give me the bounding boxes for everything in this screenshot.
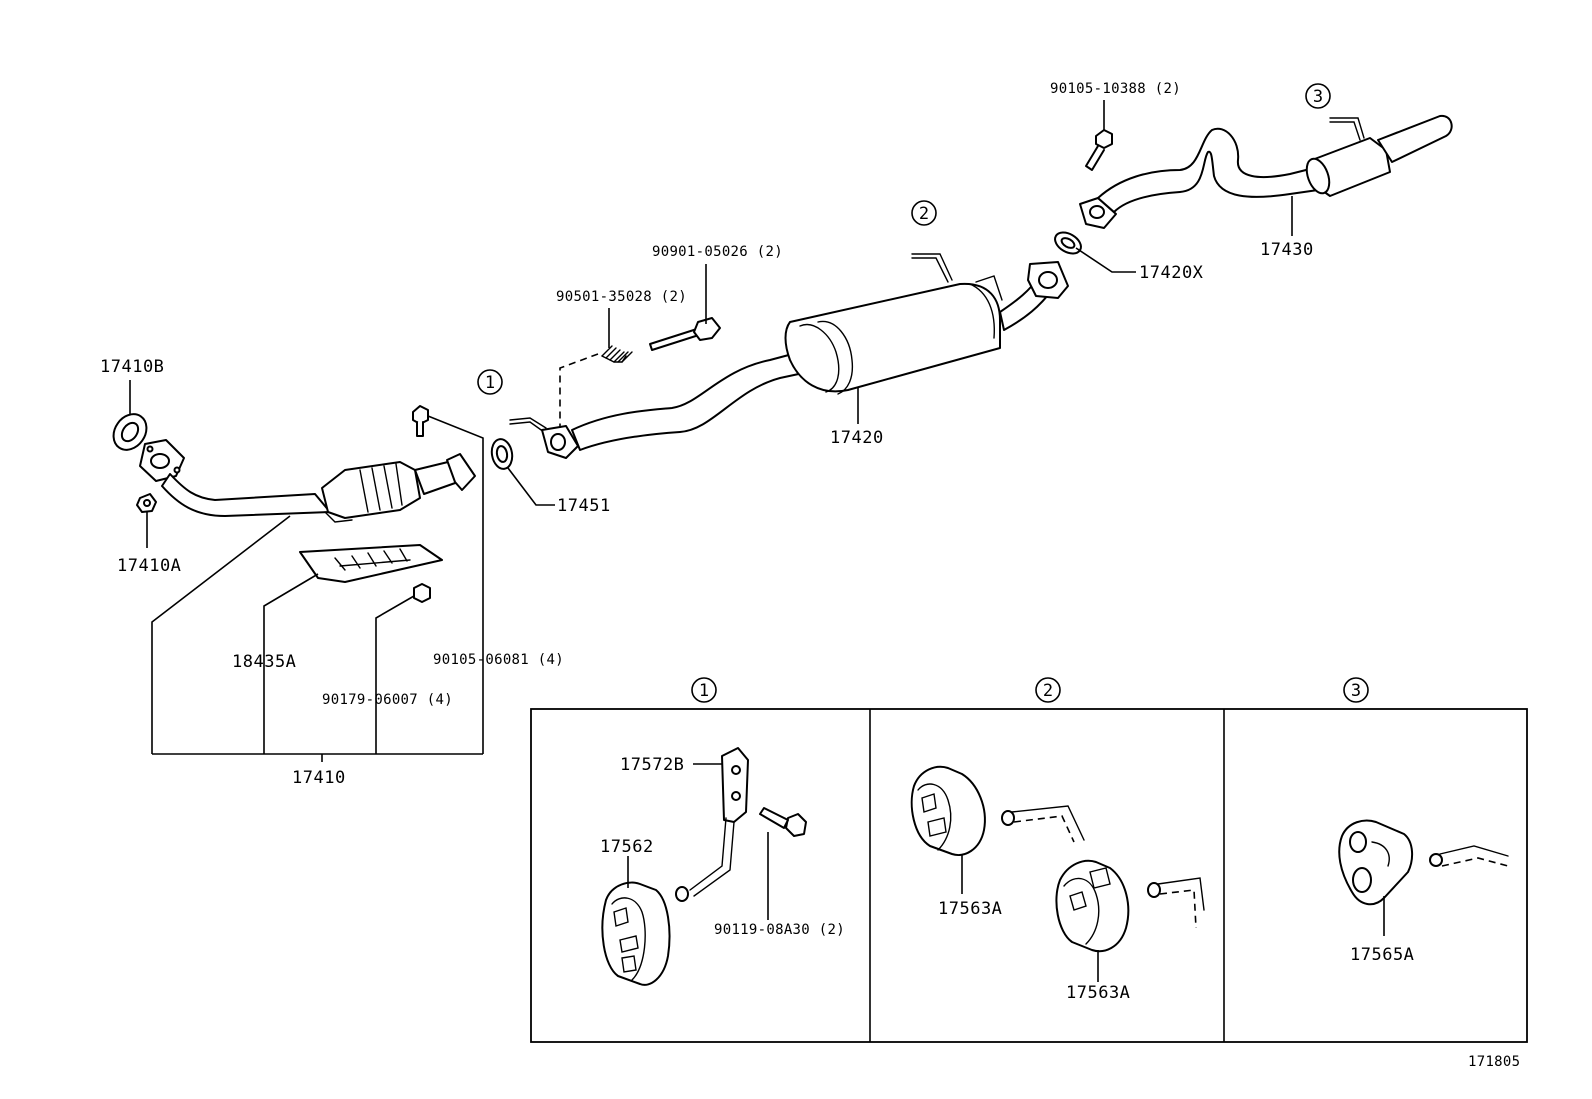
gasket-17420X-part	[1054, 231, 1082, 255]
label-17420: 17420	[830, 428, 884, 448]
bolt-90901-part	[649, 317, 721, 351]
svg-text:2: 2	[1043, 681, 1053, 701]
catalytic-converter	[321, 453, 476, 523]
svg-text:3: 3	[1351, 681, 1361, 701]
svg-text:1: 1	[699, 681, 709, 701]
panel-1-marker: 1	[691, 677, 717, 703]
insulator-17562-part	[601, 881, 671, 986]
front-leader-lines	[129, 380, 484, 762]
label-17420X: 17420X	[1139, 263, 1204, 283]
bolt-90105-06081-part	[412, 405, 429, 437]
label-90119-08A30: 90119-08A30 (2)	[714, 922, 845, 938]
label-17410B: 17410B	[100, 357, 164, 377]
label-17563A-lower: 17563A	[1066, 983, 1130, 1003]
label-17451: 17451	[557, 496, 611, 516]
insulator-17563A-upper-part	[910, 765, 986, 856]
label-17572B: 17572B	[620, 755, 684, 775]
label-90901-05026: 90901-05026 (2)	[652, 244, 783, 260]
label-90105-10388: 90105-10388 (2)	[1050, 81, 1181, 97]
center-pipe-muffler	[509, 253, 1069, 459]
front-pipe	[161, 473, 331, 517]
panel-3-marker: 3	[1343, 677, 1369, 703]
detail-panels-frame	[530, 708, 1528, 1043]
svg-text:2: 2	[919, 204, 929, 224]
heat-insulator-18435A-part	[299, 544, 443, 583]
front-pipe-assembly	[112, 405, 476, 603]
label-17410A: 17410A	[117, 556, 181, 576]
center-leader-lines	[559, 264, 859, 428]
label-17410: 17410	[292, 768, 346, 788]
label-17430: 17430	[1260, 240, 1314, 260]
marker-2-main: 2	[911, 200, 937, 226]
label-17565A: 17565A	[1350, 945, 1414, 965]
bolt-90119-part	[785, 813, 807, 837]
nut-90179-part	[413, 583, 431, 603]
label-17562: 17562	[600, 837, 654, 857]
insulator-17563A-lower-part	[1055, 859, 1130, 953]
label-17563A-upper: 17563A	[938, 899, 1002, 919]
label-90501-35028: 90501-35028 (2)	[556, 289, 687, 305]
panel-1-parts	[601, 747, 807, 986]
leader-17451	[507, 467, 555, 506]
front-pipe-flange	[139, 439, 185, 482]
panel-2-marker: 2	[1035, 677, 1061, 703]
svg-text:3: 3	[1313, 87, 1323, 107]
gasket-17410B-part	[112, 413, 148, 451]
spring-90501-part	[601, 345, 633, 363]
svg-text:1: 1	[485, 373, 495, 393]
label-90105-06081: 90105-06081 (4)	[433, 652, 564, 668]
label-90179-06007: 90179-06007 (4)	[322, 692, 453, 708]
panel-1-leaders	[627, 763, 769, 920]
bracket-17572B-part	[721, 747, 749, 823]
leader-17420X	[1075, 247, 1136, 273]
insulator-17565A-part	[1338, 819, 1414, 906]
panel-2-parts	[910, 765, 1205, 953]
marker-3-main: 3	[1305, 83, 1331, 109]
marker-1-main: 1	[477, 369, 503, 395]
nut-17410A-part	[136, 493, 157, 513]
panel-3-parts	[1338, 819, 1509, 906]
tail-pipe-assembly	[1079, 114, 1453, 236]
panel-2-leaders	[961, 854, 1099, 982]
diagram-id: 171805	[1468, 1054, 1520, 1070]
label-18435A: 18435A	[232, 652, 296, 672]
bolt-90105-10388-part	[1085, 129, 1113, 171]
gasket-17451-part	[490, 438, 514, 470]
